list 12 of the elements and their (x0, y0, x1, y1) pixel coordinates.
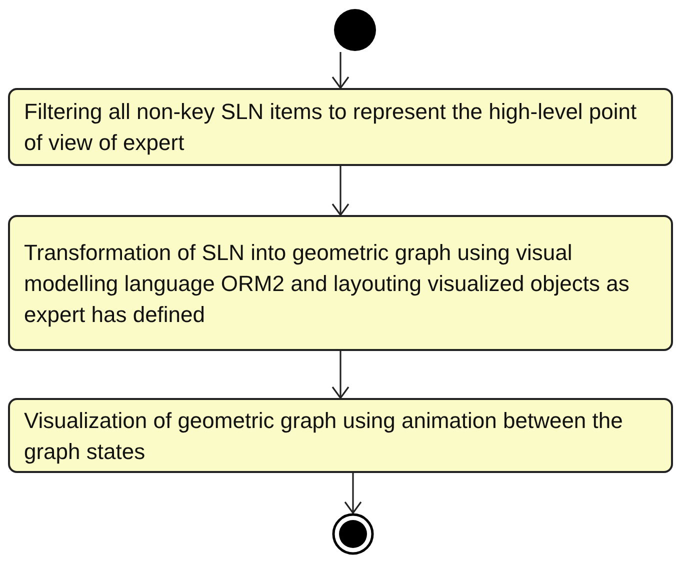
action-box (8, 215, 673, 351)
flow-arrow (332, 52, 350, 89)
flow-arrow (332, 166, 350, 216)
flow-arrow (332, 351, 350, 399)
action-box (8, 398, 673, 473)
action-text: Transformation of SLN into geometric graph using visual modelling language ORM2 and layouting visualized objects as expert has defined (24, 238, 630, 329)
action-text: Filtering all non-key SLN items to represent the high-level point of view of expert (24, 98, 638, 157)
start-node (333, 8, 377, 52)
flow-arrow (344, 473, 362, 514)
action-text: Visualization of geometric graph using animation between the graph states (24, 406, 624, 466)
end-node (332, 513, 374, 555)
action-box (8, 88, 673, 166)
